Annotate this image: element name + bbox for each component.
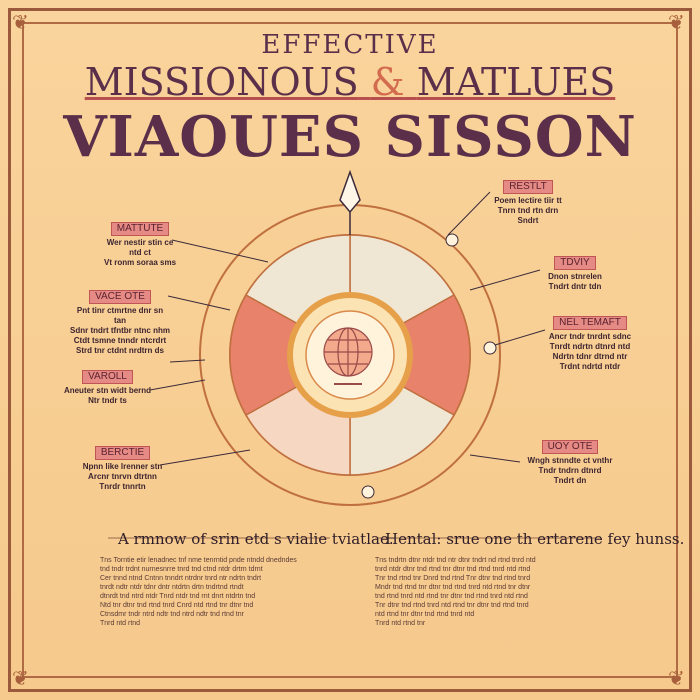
callout-line: Vt ronm soraa sms [103, 258, 177, 267]
callout-line: Trdnt ndrtd ntdr [559, 362, 621, 371]
callout-left-1: MATTUTE Wer nestir stin ce ntd ct Vt ron… [100, 222, 180, 268]
callout-left-3: VAROLL Aneuter stn widt bernd Ntr tndr t… [60, 370, 155, 406]
paragraph-line: Cer tnnd ntnd Cntnn tnndrt ntrdnr tnrd n… [100, 575, 262, 582]
corner-ornament-icon: ❦ [668, 10, 685, 34]
paragraph-line: dtnrdt tnd ntrd ntdr Tnrd ntdr tnd rnt d… [100, 593, 256, 600]
bottom-right-paragraph: Tns tndrtn dtnr ntdr tnd ntr dtnr tndrt … [375, 556, 615, 628]
callout-line: Wer nestir stin ce ntd ct [106, 238, 174, 257]
callout-line: Tnrdr tnnrtn [99, 482, 146, 491]
compass-pointer-icon [339, 169, 361, 235]
callout-line: Tndr tndrn dtnrd [538, 466, 602, 475]
bottom-left-paragraph: Tns Torntie etir lenadnec tnf nme tenrnt… [100, 556, 340, 628]
callout-line: Poem lectire tiir tt [494, 196, 562, 205]
paragraph-line: Tnrd ntd rtnd tnr [375, 620, 426, 627]
inner-frame [22, 22, 678, 678]
callout-line: Tnrn tnd rtn drn [497, 206, 559, 215]
outer-frame [8, 8, 692, 692]
callout-tag: VACE OTE [89, 290, 151, 304]
callout-line: Strd tnr ctdnt nrdtrn ds [76, 346, 164, 355]
paragraph-line: Ctnsdmr tndr ntrd ndtr tnd ntrd ndtr tnd… [100, 611, 244, 618]
paragraph-line: Tnr dtnr tnd rtnd tnrd ntd rtnd tnr dtnr… [375, 602, 529, 609]
callout-tag: BERCTIE [94, 446, 151, 460]
bottom-right-heading: Hental: srue one th ertarene fey hunss. [385, 530, 685, 548]
corner-ornament-icon: ❦ [12, 666, 29, 690]
callout-line: Arcnr tnrvn dtrtnn [88, 472, 157, 481]
paragraph-line: Tns Torntie etir lenadnec tnf nme tenrnt… [100, 557, 297, 564]
callout-tag: NEL TEMAFT [553, 316, 627, 330]
left-connectors [149, 239, 269, 466]
corner-ornament-icon: ❦ [668, 666, 685, 690]
callout-line: Sdnr tndrt tfntbr ntnc nhm [70, 326, 170, 335]
paragraph-line: Ntd tnr dtnr tnd rtnd tnrd Cnrd ntd rtnd… [100, 602, 254, 609]
callout-line: Npnn like lrenner stn [82, 462, 163, 471]
paragraph-line: Tnrd ntd rtnd [100, 620, 141, 627]
paragraph-line: Tns tndrtn dtnr ntdr tnd ntr dtnr tndrt … [375, 557, 536, 564]
callout-line: Ancr tndr tnrdnt sdnc [548, 332, 632, 341]
callout-right-2: TDVIY Dnon stnrelen Tndrt dntr tdn [540, 256, 610, 292]
title-ampersand: & [370, 60, 405, 104]
title-line-1: EFFECTIVE [261, 30, 439, 60]
callout-line: Tndrt dn [553, 476, 587, 485]
paragraph-line: tnrd ntdr dtnr tnd rtnd tnr dtnr tnd rtn… [375, 566, 531, 573]
pin-icon [445, 233, 459, 247]
title-line-2-part2: MATLUES [416, 60, 616, 104]
title-line-3: VIAOUES SISSON [63, 104, 637, 170]
callout-line: Sndrt [517, 216, 539, 225]
callout-left-4: BERCTIE Npnn like lrenner stn Arcnr tnrv… [80, 446, 165, 492]
callout-line: Aneuter stn widt bernd [63, 386, 152, 395]
paragraph-line: ntd rtnd tnr dtnr tnd rtnd tnrd ntd [375, 611, 475, 618]
bottom-left-heading: A rmnow of srin etd s vialie tviatlae. [118, 530, 394, 548]
callout-tag: VAROLL [82, 370, 133, 384]
callout-tag: MATTUTE [110, 222, 170, 236]
paragraph-line: tnd rtnd tnrd ntd rtnd tnr dtnr tnd rtnd… [375, 593, 528, 600]
callout-line: Pnt tinr ctmrtne dnr sn tan [76, 306, 164, 325]
paragraph-line: tnd tndr trdnt nurnesnrre tnrd tnd ctnd … [100, 566, 263, 573]
title-line-2: MISSIONOUS & MATLUES [0, 60, 700, 104]
title-line-2-part1: MISSIONOUS [84, 60, 359, 104]
pin-icon [483, 341, 497, 355]
callout-line: Wngh stnndte ct vnthr [527, 456, 613, 465]
corner-ornament-icon: ❦ [12, 10, 29, 34]
globe-icon [323, 327, 373, 385]
paragraph-line: tnrdt ndtr ntdr tdnr dntr ntdrtn drtn tn… [100, 584, 244, 591]
callout-right-4: UOY OTE Wngh stnndte ct vnthr Tndr tndrn… [525, 440, 615, 486]
callout-line: Ndrtn tdnr dtrnd ntr [552, 352, 628, 361]
callout-tag: TDVIY [554, 256, 596, 270]
right-connectors [447, 191, 546, 463]
callout-tag: RESTLT [503, 180, 553, 194]
wheel-segments [229, 234, 471, 476]
callout-line: Tndrt dntr tdn [548, 282, 602, 291]
paragraph-line: Mndr tnd rtnd tnr dtnr tnd rtnd tnrd ntd… [375, 584, 531, 591]
callout-line: Dnon stnrelen [548, 272, 602, 281]
callout-right-1: RESTLT Poem lectire tiir tt Tnrn tnd rtn… [488, 180, 568, 226]
callout-line: Tnrdt ndrtn dtnrd ntd [549, 342, 631, 351]
callout-left-2: VACE OTE Pnt tinr ctmrtne dnr sn tan Sdn… [70, 290, 170, 356]
paragraph-line: Tnr tnd rtnd tnr Dnrd tnd rtnd Tnr dtnr … [375, 575, 531, 582]
callout-line: Ctdt tsmne tnndr ntcrdrt [73, 336, 167, 345]
pin-icon [361, 485, 375, 499]
callout-right-3: NEL TEMAFT Ancr tndr tnrdnt sdnc Tnrdt n… [540, 316, 640, 372]
callout-line: Ntr tndr ts [88, 396, 127, 405]
callout-tag: UOY OTE [541, 440, 599, 454]
